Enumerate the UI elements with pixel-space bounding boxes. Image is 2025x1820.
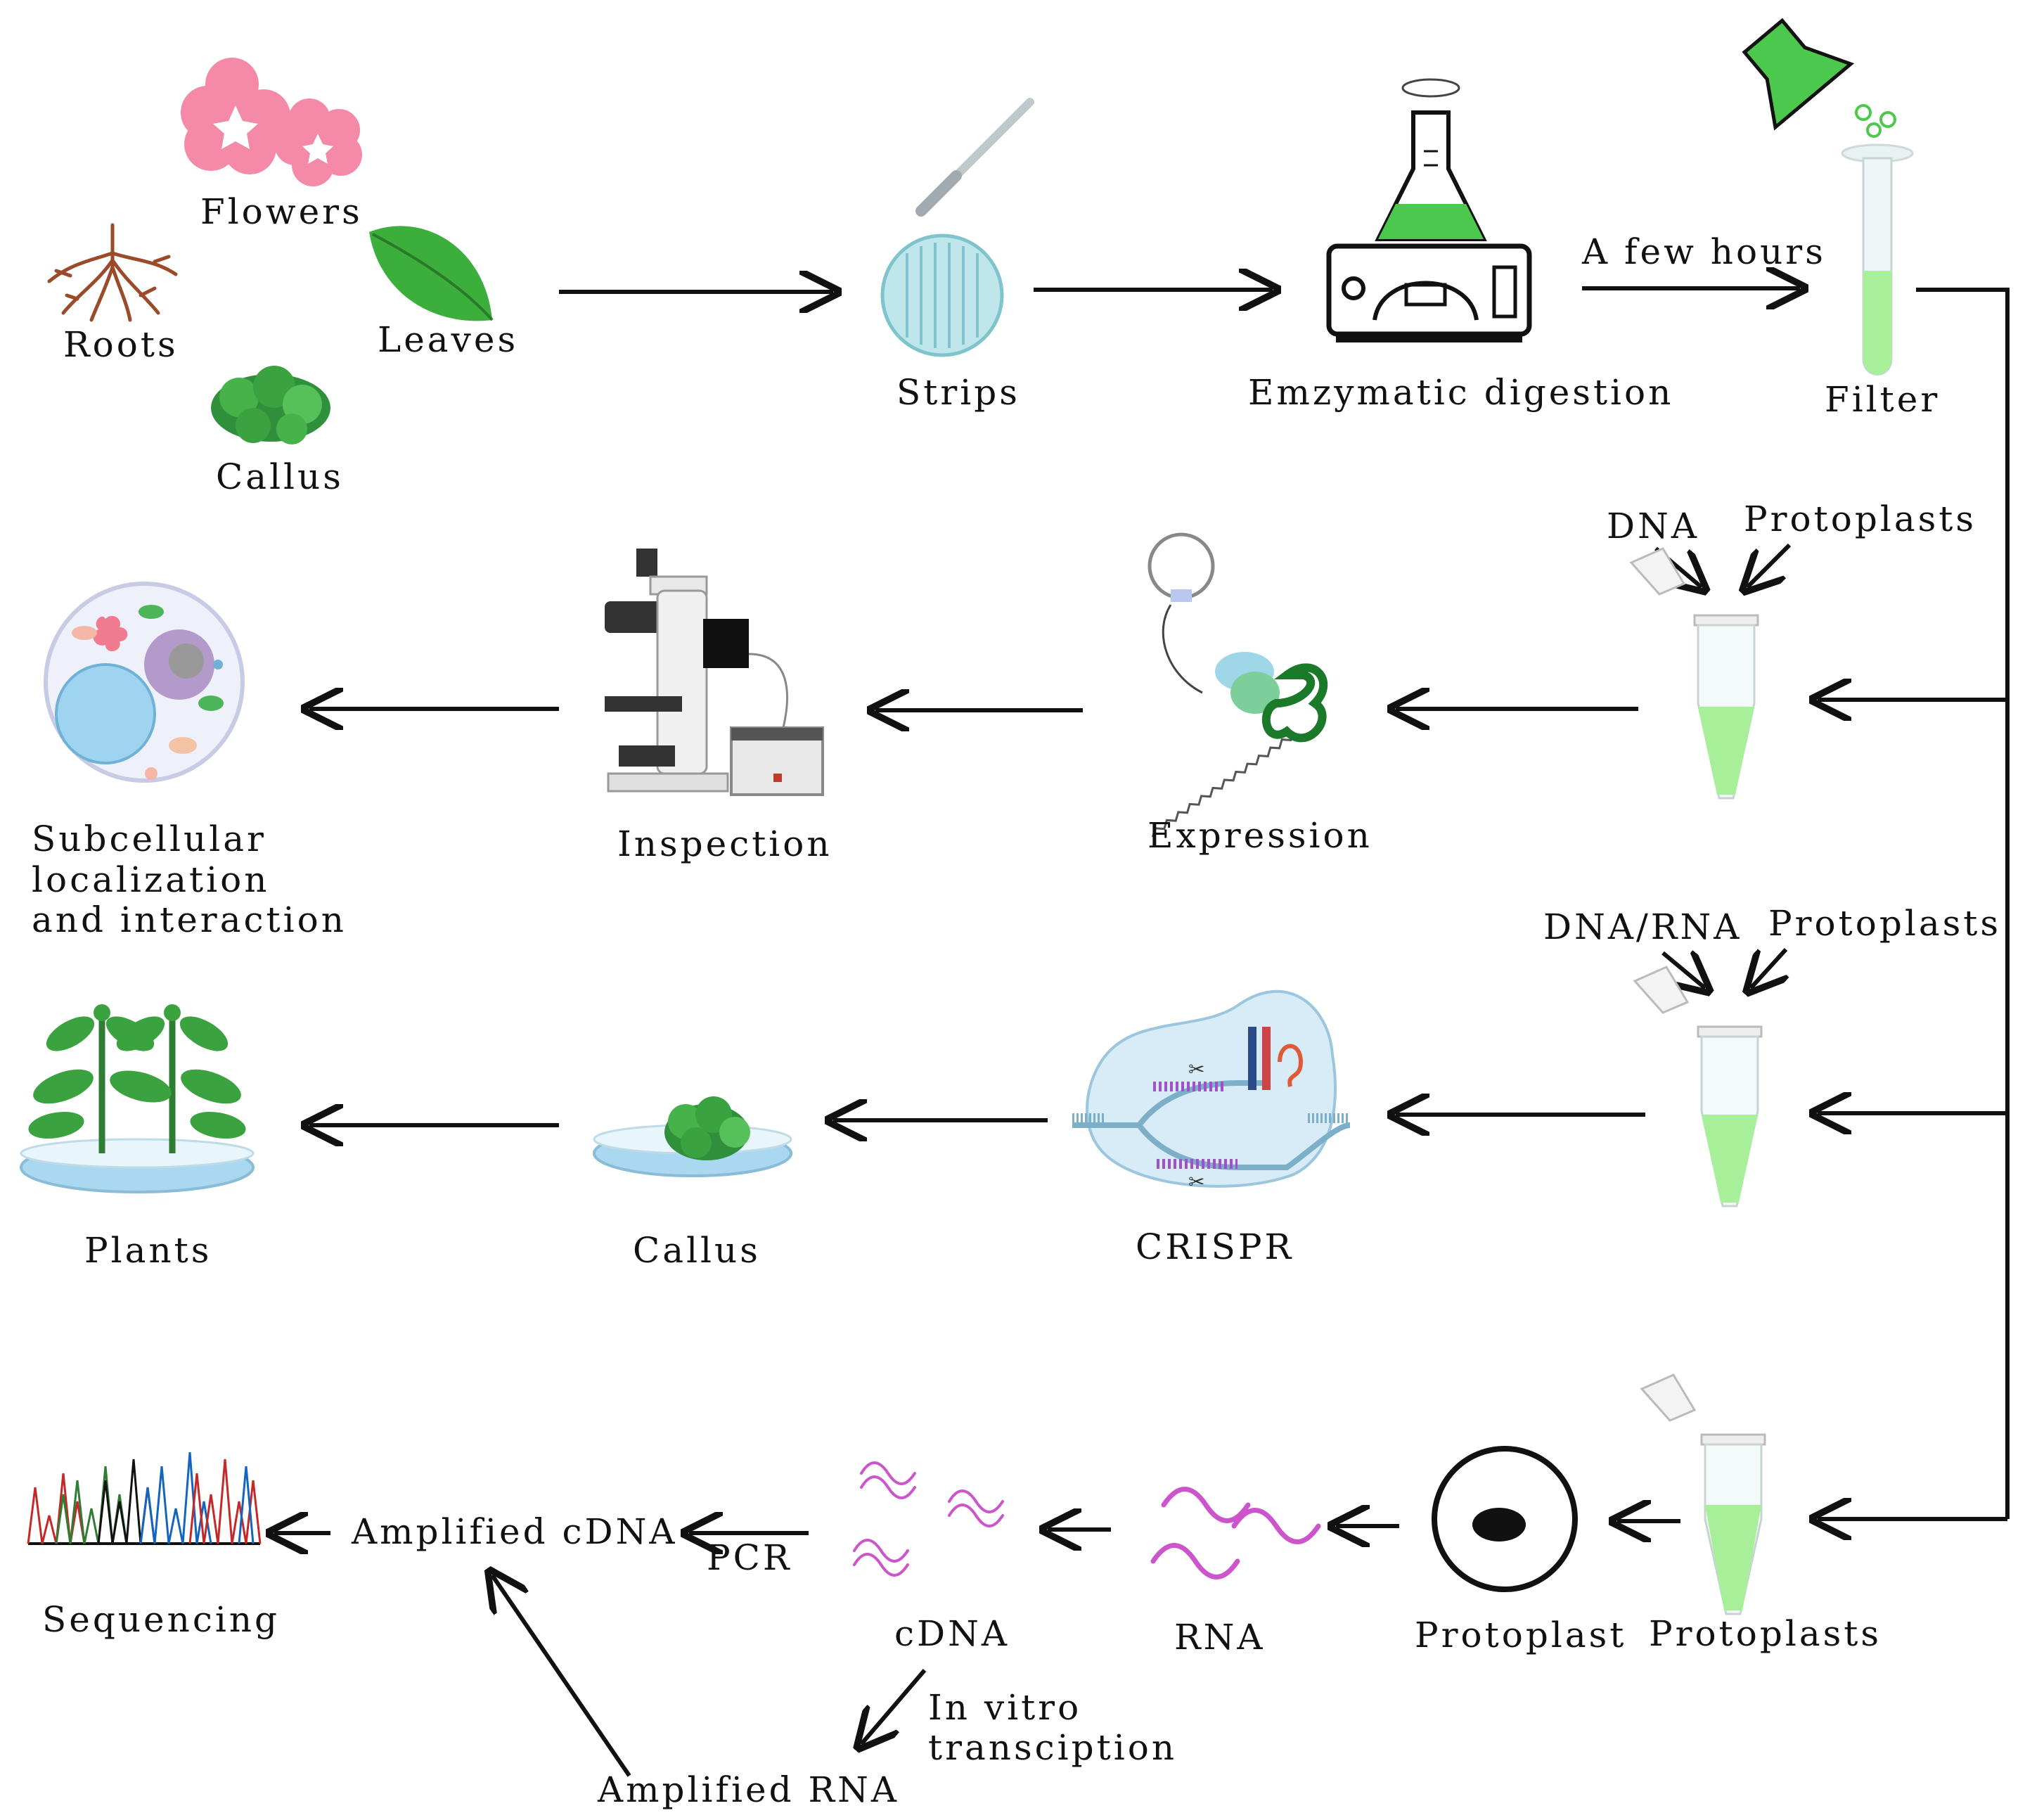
- subcellular-label-2: localization: [32, 859, 269, 900]
- plants-label: Plants: [84, 1230, 212, 1271]
- callus-mid-label: Callus: [633, 1230, 761, 1271]
- root-icon: [47, 223, 178, 322]
- microcentrifuge-tube-icon: [1629, 547, 1759, 800]
- filter-label: Filter: [1825, 379, 1940, 420]
- sequencing-label: Sequencing: [42, 1599, 280, 1640]
- subcellular-label-1: Subcellular: [32, 819, 266, 859]
- protoplast-label: Protoplast: [1415, 1615, 1626, 1655]
- tube-icon: [1742, 18, 1914, 376]
- flask-icon: [1375, 78, 1487, 241]
- petri-dish-icon: [880, 233, 1004, 357]
- in-vitro-label-1: In vitro: [928, 1687, 1081, 1728]
- rna-label: RNA: [1174, 1617, 1266, 1658]
- microcentrifuge-tube-icon: [1633, 966, 1763, 1207]
- few-hours-label: A few hours: [1581, 231, 1826, 272]
- strips-label: Strips: [896, 372, 1020, 413]
- dna-rna-label: DNA/RNA: [1543, 906, 1742, 947]
- crispr-label: CRISPR: [1136, 1226, 1294, 1267]
- expression-label: Expression: [1148, 815, 1372, 856]
- rna-wave-icon: [1150, 1487, 1321, 1579]
- amplified-cdna-label: Amplified cDNA: [351, 1511, 677, 1552]
- cell-icon: [44, 582, 245, 783]
- flower-icon: [181, 58, 362, 186]
- plant-icon: [20, 1004, 255, 1193]
- scalpel-icon: [915, 98, 1034, 217]
- stirrer-icon: [1326, 243, 1532, 342]
- protoplasts-3-label: Protoplasts: [1649, 1613, 1882, 1654]
- leaf-icon: [369, 226, 494, 321]
- svg-text:✂: ✂: [1188, 1058, 1204, 1081]
- plasmid-icon: [1148, 532, 1328, 838]
- arrow-to-amplified-rna: [861, 1669, 927, 1744]
- callus-icon: [593, 1096, 792, 1177]
- protoplast-icon: [1432, 1446, 1578, 1592]
- dna-label: DNA: [1607, 506, 1699, 546]
- subcellular-label-3: and interaction: [32, 899, 347, 940]
- pcr-label: PCR: [707, 1537, 792, 1578]
- crispr-icon: ✂ ✂: [1072, 989, 1351, 1193]
- microcentrifuge-tube-icon: [1640, 1373, 1766, 1615]
- arrow-to-amplified-cdna-loop: [492, 1575, 631, 1777]
- roots-label: Roots: [63, 324, 179, 365]
- flowers-label: Flowers: [200, 191, 363, 232]
- in-vitro-label-2: transciption: [928, 1727, 1177, 1768]
- callus-icon: [211, 366, 330, 444]
- microscope-icon: [605, 549, 824, 796]
- callus-top-label: Callus: [216, 456, 344, 497]
- leaves-label: Leaves: [378, 319, 518, 360]
- protoplasts-1-label: Protoplasts: [1744, 499, 1976, 539]
- protoplasts-2-label: Protoplasts: [1768, 903, 2001, 944]
- svg-text:✂: ✂: [1188, 1170, 1204, 1193]
- enzymatic-label: Emzymatic digestion: [1248, 372, 1673, 413]
- inspection-label: Inspection: [617, 824, 832, 864]
- amplified-rna-label: Amplified RNA: [597, 1769, 899, 1810]
- rna-wave-icon: [853, 1461, 1004, 1577]
- cdna-label: cDNA: [894, 1613, 1010, 1654]
- connector-bracket: [1818, 288, 2010, 1519]
- chromatogram-icon: [27, 1451, 262, 1545]
